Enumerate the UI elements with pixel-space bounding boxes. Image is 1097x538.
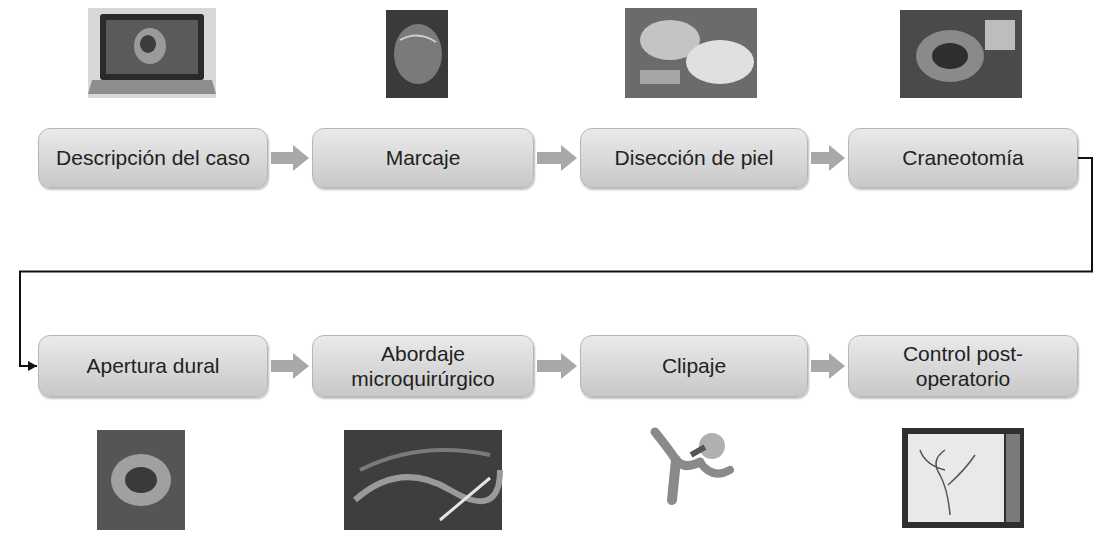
flow-arrow bbox=[537, 145, 577, 171]
flow-arrow bbox=[811, 145, 845, 171]
process-box: Clipaje bbox=[580, 335, 808, 397]
microsurgery-photo bbox=[344, 430, 502, 530]
process-box: Abordaje microquirúrgico bbox=[312, 335, 534, 397]
laptop-photo bbox=[88, 8, 216, 98]
process-box: Descripción del caso bbox=[38, 128, 268, 188]
step-label: Clipaje bbox=[662, 353, 726, 378]
angiography-monitor-photo bbox=[902, 428, 1024, 528]
step-label: Control post-operatorio bbox=[866, 341, 1060, 391]
flow-arrow bbox=[271, 353, 309, 379]
step-label: Apertura dural bbox=[86, 353, 219, 378]
marking-photo bbox=[386, 10, 448, 98]
dural-opening-photo bbox=[97, 430, 185, 530]
step-label: Disección de piel bbox=[615, 145, 774, 170]
flow-arrow bbox=[537, 353, 577, 379]
craniotomy-photo bbox=[900, 10, 1022, 98]
flow-arrow bbox=[271, 145, 309, 171]
process-box: Disección de piel bbox=[580, 128, 808, 188]
process-box: Craneotomía bbox=[848, 128, 1078, 188]
step-label: Descripción del caso bbox=[56, 145, 250, 170]
aneurysm-clip-icon bbox=[655, 432, 730, 500]
flow-arrow bbox=[811, 353, 845, 379]
dissection-photo bbox=[625, 8, 757, 98]
process-box: Control post-operatorio bbox=[848, 335, 1078, 397]
step-label: Marcaje bbox=[386, 145, 461, 170]
step-label: Craneotomía bbox=[902, 145, 1023, 170]
process-box: Apertura dural bbox=[38, 335, 268, 397]
process-box: Marcaje bbox=[312, 128, 534, 188]
step-label: Abordaje microquirúrgico bbox=[330, 341, 516, 391]
